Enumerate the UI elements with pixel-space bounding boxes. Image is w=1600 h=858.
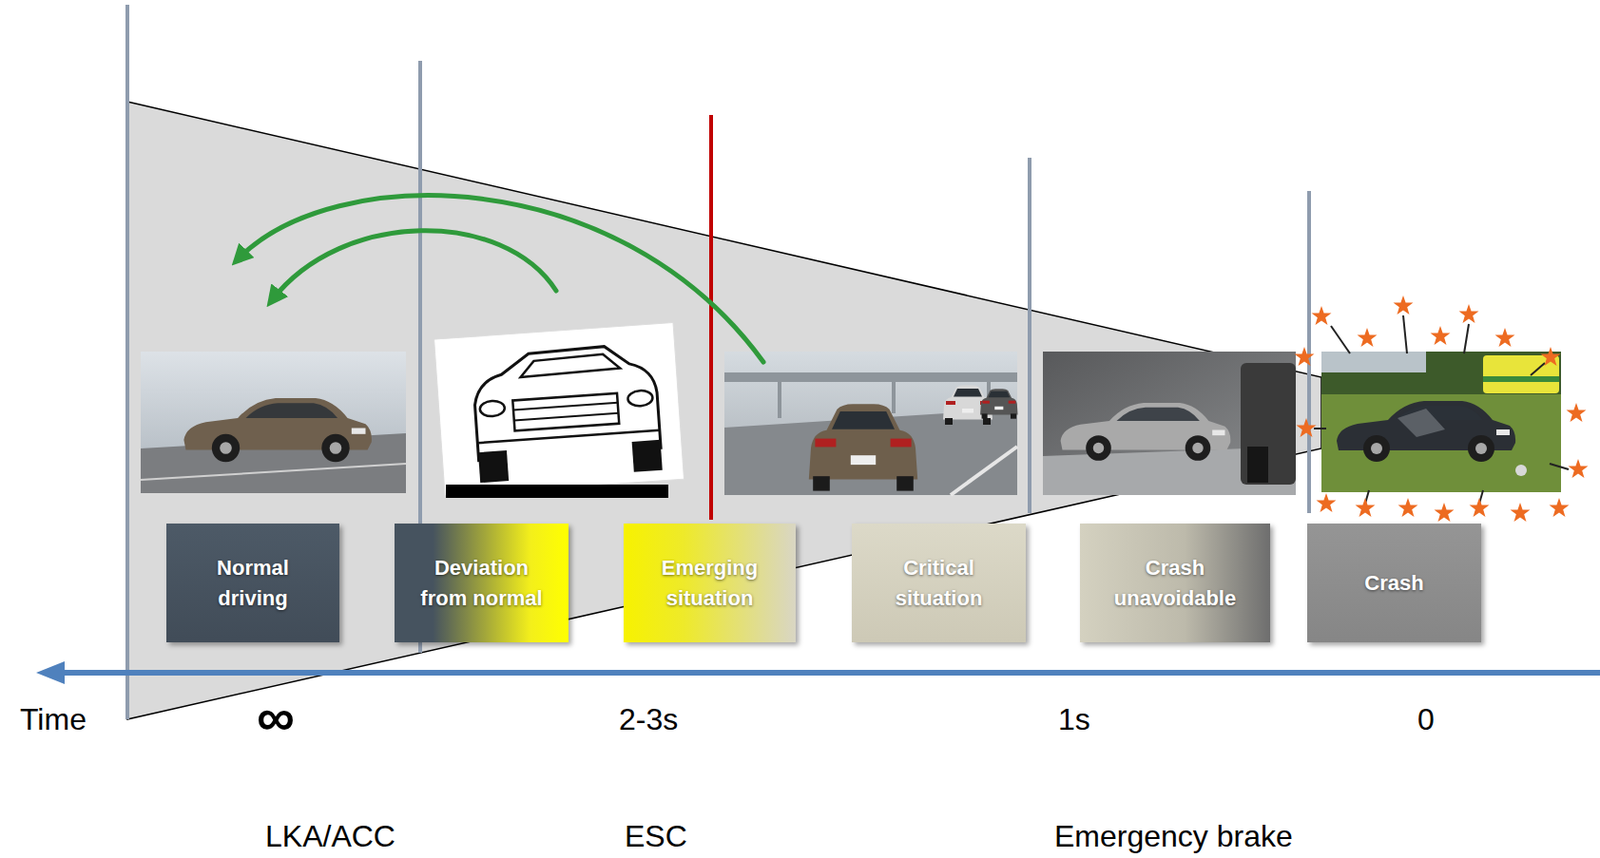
phase-label: Emerging situation [643,553,777,615]
phase-label: Crash [1364,568,1424,599]
time-axis-arrow [36,661,1600,685]
car-photo-crash [1321,351,1562,493]
crash-burst [1294,295,1589,522]
car-sketch [434,323,685,499]
time-value: ∞ [256,687,295,749]
phase-label: Critical situation [872,553,1006,615]
phase-box: Crash unavoidable [1079,523,1271,643]
phase-lines [127,4,1310,720]
phase-box: Deviation from normal [394,523,569,643]
time-value: 2-3s [618,702,678,738]
phase-box: Emerging situation [623,523,796,643]
phase-label: Deviation from normal [415,553,549,615]
phase-box: Crash [1307,523,1482,643]
time-value: 0 [1417,702,1435,738]
recovery-arrows [237,195,764,363]
system-label: LKA/ACC [265,819,396,855]
system-label: Emergency brake [1054,819,1293,855]
phase-box: Normal driving [166,523,340,643]
time-value: 1s [1058,702,1091,738]
phase-box: Critical situation [851,523,1026,643]
time-funnel [127,101,1322,720]
car-photo-emerging [724,351,1019,496]
phase-label: Normal driving [186,553,320,615]
phase-label: Crash unavoidable [1108,553,1242,615]
system-label: ESC [624,819,688,855]
car-photo-normal [140,351,406,494]
axis-title: Time [19,702,87,738]
car-photo-critical [1042,351,1296,496]
